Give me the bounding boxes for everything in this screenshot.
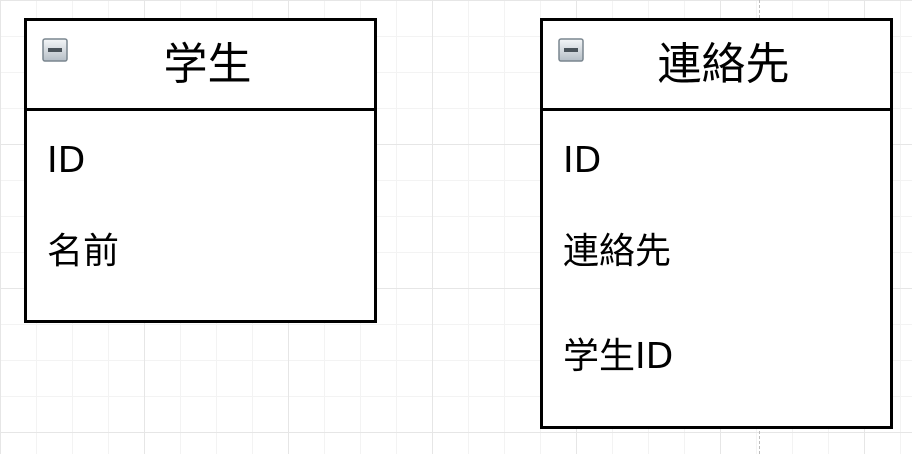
entity-title: 連絡先 — [657, 38, 790, 90]
entity-contact[interactable]: 連絡先 ID 連絡先 学生ID — [540, 18, 893, 429]
entity-student[interactable]: 学生 ID 名前 — [24, 18, 377, 323]
entity-attributes: ID 名前 — [27, 111, 374, 300]
collapse-minus-icon[interactable] — [558, 38, 584, 62]
entity-title: 学生 — [163, 38, 252, 90]
entity-attributes: ID 連絡先 学生ID — [543, 111, 890, 405]
entity-header: 学生 — [27, 21, 374, 111]
entity-header: 連絡先 — [543, 21, 890, 111]
attribute-row[interactable]: 名前 — [47, 230, 120, 272]
attribute-row[interactable]: 連絡先 — [563, 230, 672, 272]
attribute-row[interactable]: 学生ID — [563, 335, 674, 377]
attribute-row[interactable]: ID — [563, 139, 602, 181]
attribute-row[interactable]: ID — [47, 139, 86, 181]
collapse-minus-icon[interactable] — [42, 38, 68, 62]
